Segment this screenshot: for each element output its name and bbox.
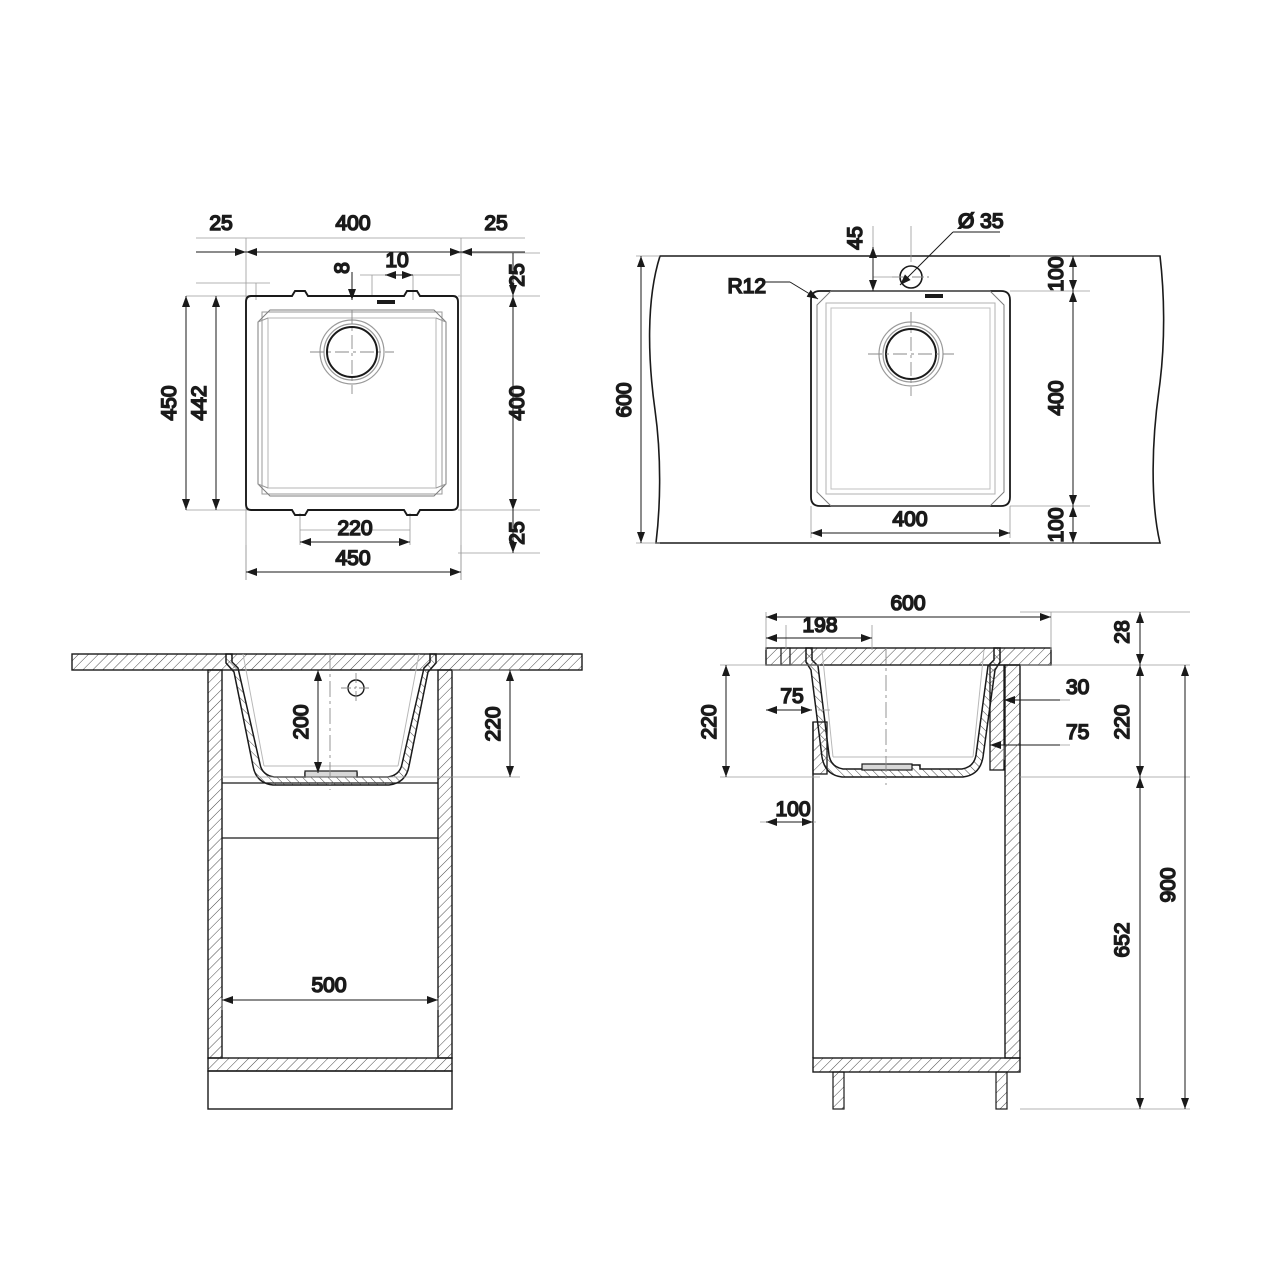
dim-text: 442 xyxy=(188,385,211,420)
dim-450-bottom: 450 xyxy=(246,546,461,576)
sink-bowl-section xyxy=(225,653,437,786)
dim-30: 30 xyxy=(1004,675,1090,704)
dim-100-bottom: 100 xyxy=(1044,506,1077,543)
cabinet-right-wall-side xyxy=(1004,664,1021,1059)
dim-text: 450 xyxy=(158,385,181,420)
view-side-section: 600 198 28 75 220 100 30 xyxy=(697,591,1190,1110)
dim-400-right: 400 xyxy=(505,296,530,510)
dim-text: 652 xyxy=(1111,922,1134,957)
dim-text: 220 xyxy=(482,706,505,741)
dim-442: 442 xyxy=(187,296,220,510)
dim-600-cabinet-depth: 600 xyxy=(766,591,1051,621)
view-sink-plan: 25 400 25 8 10 25 400 xyxy=(157,211,540,580)
dim-text: 100 xyxy=(1045,256,1068,291)
dim-450-left: 450 xyxy=(157,296,190,510)
dim-text: 200 xyxy=(290,704,313,739)
drain-assembly xyxy=(310,310,394,394)
dim-600-depth: 600 xyxy=(612,256,645,543)
dim-text: 400 xyxy=(1045,380,1068,415)
dim-198: 198 xyxy=(766,613,872,642)
dim-10: 10 xyxy=(385,248,413,279)
dim-8: 8 xyxy=(330,261,356,300)
sink-bowl-section-side xyxy=(805,647,1001,778)
dim-220-left: 220 xyxy=(697,665,730,777)
dim-left-25: 25 xyxy=(196,211,246,256)
dim-400-right-view2: 400 xyxy=(1044,291,1077,506)
dim-text: 75 xyxy=(1066,721,1089,744)
drain-plug-section-side xyxy=(861,763,913,771)
worktop-slab xyxy=(71,653,583,671)
dim-75-right: 75 xyxy=(990,720,1090,749)
dim-text: 198 xyxy=(802,614,837,637)
overflow-hole xyxy=(341,673,371,703)
bowl-bracket xyxy=(989,664,1005,771)
dim-text: 75 xyxy=(780,685,803,708)
dim-45: 45 xyxy=(843,226,877,291)
dim-text: 100 xyxy=(775,798,810,821)
dim-text: 45 xyxy=(844,226,867,249)
dim-text: 500 xyxy=(311,974,346,997)
dim-tap-hole-diameter: Ø 35 xyxy=(899,209,1004,286)
dim-text: 900 xyxy=(1157,867,1180,902)
view-front-section: 200 220 500 xyxy=(71,653,583,1110)
dim-text: 400 xyxy=(892,508,927,531)
dim-corner-radius: R12 xyxy=(727,274,819,300)
dim-text: R12 xyxy=(727,275,766,298)
dim-text: 25 xyxy=(209,212,232,235)
cabinet-leg-right xyxy=(995,1071,1008,1110)
dim-text: 8 xyxy=(331,262,354,274)
dim-220-underside: 220 xyxy=(481,670,514,777)
cabinet-bottom-panel xyxy=(207,1057,453,1072)
dim-text: 25 xyxy=(506,521,529,544)
dim-text: 400 xyxy=(335,212,370,235)
dim-text: 600 xyxy=(613,382,636,417)
view-worktop-plan: 600 45 Ø 35 R12 100 400 xyxy=(612,209,1165,544)
dim-text: 220 xyxy=(337,517,372,540)
drain-plug-section xyxy=(304,770,358,778)
dim-text: 450 xyxy=(335,547,370,570)
dim-text: 220 xyxy=(698,704,721,739)
sink-body-outline xyxy=(245,290,459,516)
dim-220-right: 220 xyxy=(1110,665,1144,777)
dim-75-left: 75 xyxy=(766,684,812,714)
dim-100-top: 100 xyxy=(1044,256,1077,292)
dim-28-worktop-thickness: 28 xyxy=(1110,612,1144,665)
cabinet-leg-left xyxy=(832,1071,845,1110)
dim-text: 600 xyxy=(890,592,925,615)
cabinet-plinth xyxy=(207,1070,453,1110)
dim-right-25: 25 xyxy=(461,211,525,256)
worktop-cutout-outline xyxy=(810,290,1011,507)
dim-500-cabinet-width: 500 xyxy=(222,973,438,1004)
drain-assembly xyxy=(868,312,954,396)
dim-top-400: 400 xyxy=(246,211,461,256)
dim-652: 652 xyxy=(1110,777,1144,1109)
cabinet-bottom-panel-side xyxy=(812,1057,1021,1073)
dim-text: 28 xyxy=(1111,620,1134,643)
cabinet-left-wall xyxy=(207,669,223,1059)
dim-text: 25 xyxy=(506,263,529,286)
worktop-outline xyxy=(648,255,1165,544)
dim-900-total-height: 900 xyxy=(1156,665,1189,1109)
worktop-slab-side xyxy=(765,647,1052,666)
cabinet-right-wall xyxy=(437,669,453,1059)
dim-text: 10 xyxy=(385,249,408,272)
dim-100-plinth-setback: 100 xyxy=(766,797,813,826)
dim-text: 30 xyxy=(1066,676,1089,699)
dim-400-bottom: 400 xyxy=(811,507,1010,537)
dim-25-top-right: 25 xyxy=(505,253,530,296)
dim-200-bowl-depth: 200 xyxy=(289,670,322,773)
dim-text: Ø 35 xyxy=(958,210,1004,233)
dim-220: 220 xyxy=(300,516,410,546)
dim-25-bottom-right: 25 xyxy=(505,510,530,553)
dim-text: 100 xyxy=(1045,507,1068,542)
dim-text: 220 xyxy=(1111,704,1134,739)
dim-text: 25 xyxy=(484,212,507,235)
dim-text: 400 xyxy=(506,385,529,420)
